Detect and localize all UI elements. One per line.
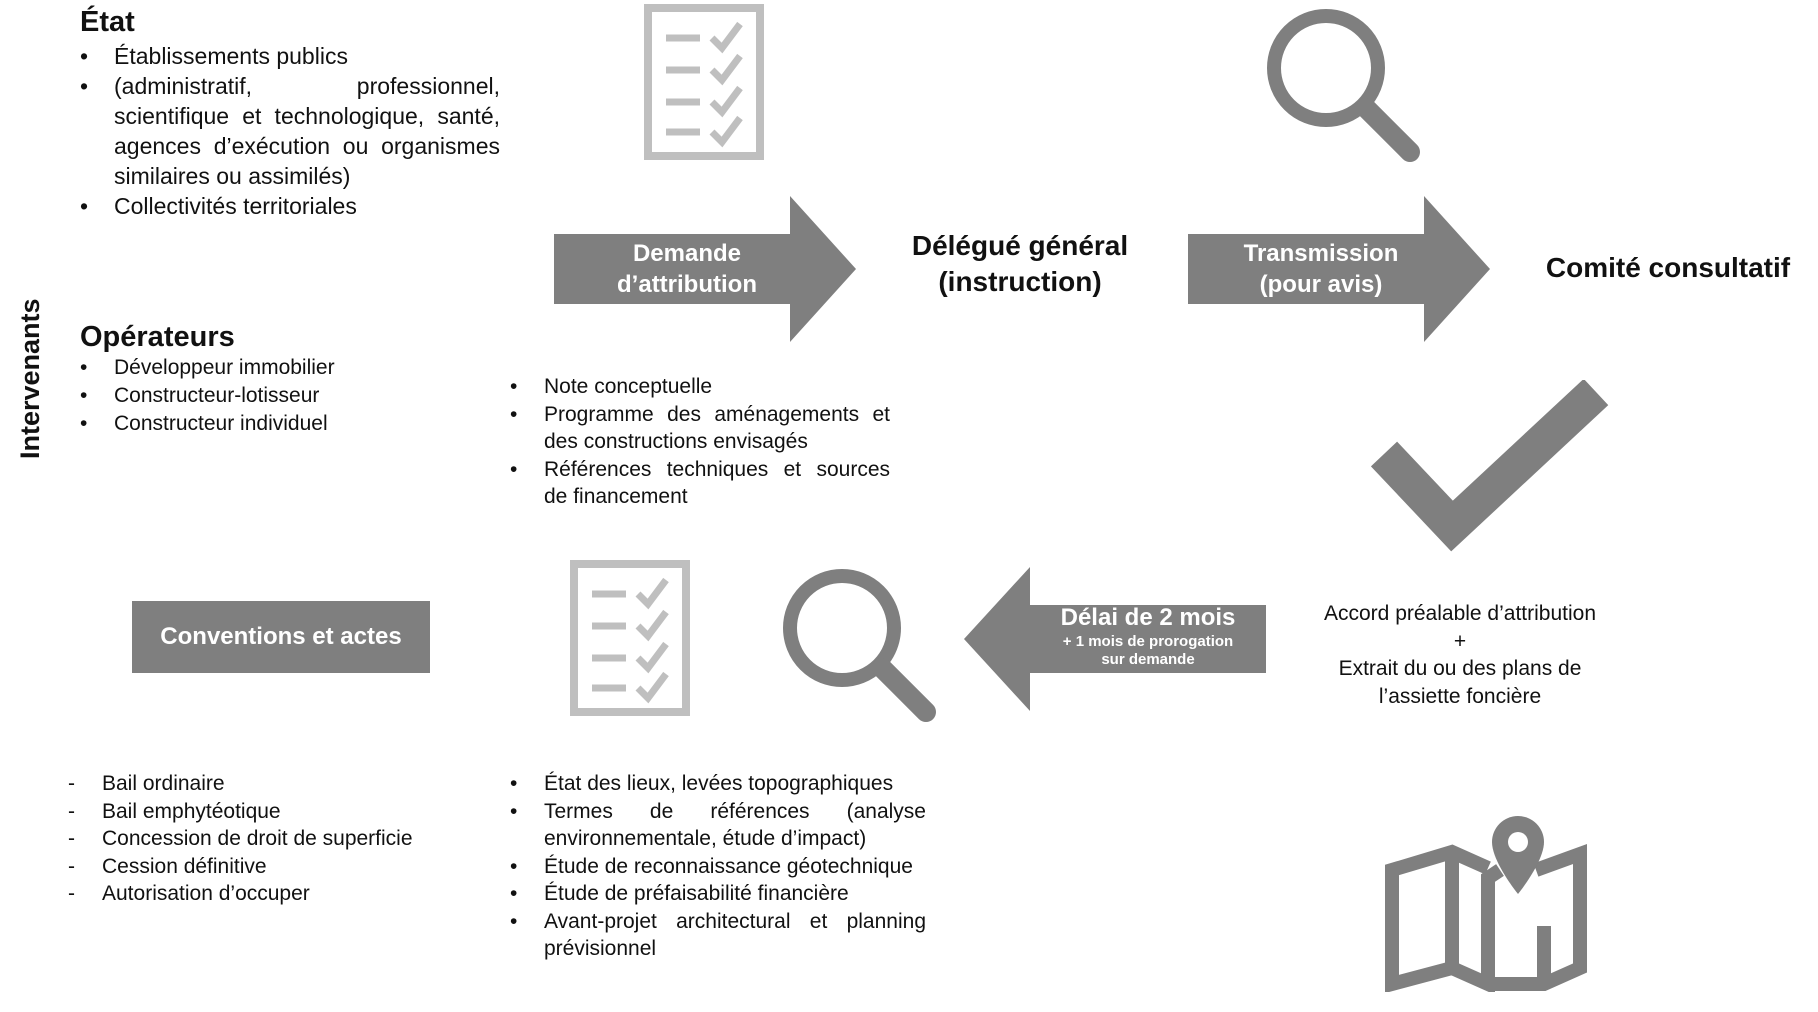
- operateurs-section: Opérateurs Développeur immobilier Constr…: [80, 321, 500, 438]
- operateurs-item: Développeur immobilier: [80, 354, 500, 382]
- convention-item: Autorisation d’occuper: [68, 880, 508, 908]
- magnifier-icon: [1262, 4, 1422, 169]
- checkmark-icon: [1366, 378, 1616, 565]
- convention-item: Cession définitive: [68, 853, 508, 881]
- demande-label-line1: Demande: [632, 240, 742, 267]
- transmission-arrow: Transmission (pour avis): [1188, 196, 1490, 342]
- etude-doc-item: État des lieux, levées topographiques: [510, 770, 926, 798]
- accord-line1: Accord préalable d’attribution: [1324, 602, 1596, 625]
- delegue-line2: (instruction): [938, 266, 1102, 297]
- etat-item: (administratif, professionnel, scientifi…: [80, 71, 500, 191]
- demande-label-line2: d’attribution: [617, 271, 757, 298]
- etudes-documents: État des lieux, levées topographiques Te…: [510, 770, 926, 963]
- etude-doc-item: Étude de reconnaissance géotechnique: [510, 853, 926, 881]
- etat-item: Établissements publics: [80, 41, 500, 71]
- comite-consultatif-node: Comité consultatif: [1528, 250, 1808, 286]
- etude-doc-item: Termes de références (analyse environnem…: [510, 798, 926, 853]
- etude-doc-item: Étude de préfaisabilité financière: [510, 880, 926, 908]
- etat-title: État: [80, 6, 135, 38]
- etude-doc-item: Avant-projet architectural et planning p…: [510, 908, 926, 963]
- etat-list: Établissements publics (administratif, p…: [80, 41, 500, 221]
- delai-sub-line1: + 1 mois de prorogation: [1062, 633, 1234, 650]
- accord-line2: Extrait du ou des plans de: [1338, 657, 1582, 680]
- delegue-line1: Délégué général: [911, 230, 1129, 261]
- operateurs-list: Développeur immobilier Constructeur-loti…: [80, 354, 500, 438]
- delai-main-label: Délai de 2 mois: [1060, 604, 1236, 631]
- delegue-general-node: Délégué général (instruction): [880, 228, 1160, 300]
- delai-arrow: Délai de 2 mois + 1 mois de prorogation …: [964, 567, 1266, 711]
- magnifier-icon: [778, 564, 938, 729]
- transmission-label-line1: Transmission: [1243, 240, 1399, 267]
- demande-attribution-arrow: Demande d’attribution: [554, 196, 856, 342]
- demande-doc-item: Programme des aménagements et des constr…: [510, 401, 890, 456]
- intervenants-label: Intervenants: [15, 298, 45, 459]
- convention-item: Bail ordinaire: [68, 770, 508, 798]
- operateurs-item: Constructeur-lotisseur: [80, 382, 500, 410]
- delai-sub-line2: sur demande: [1101, 651, 1195, 668]
- map-pin-icon: [1384, 808, 1594, 997]
- checklist-icon: [570, 560, 694, 721]
- transmission-label-line2: (pour avis): [1259, 271, 1383, 298]
- convention-item: Bail emphytéotique: [68, 798, 508, 826]
- demande-documents: Note conceptuelle Programme des aménagem…: [510, 373, 890, 511]
- comite-label: Comité consultatif: [1545, 252, 1791, 283]
- accord-line3: l’assiette foncière: [1378, 684, 1542, 708]
- etat-section: État Établissements publics (administrat…: [80, 6, 500, 221]
- accord-plus: +: [1453, 629, 1467, 653]
- convention-item: Concession de droit de superficie: [68, 825, 508, 853]
- accord-prealable-text: Accord préalable d’attribution + Extrait…: [1290, 600, 1630, 710]
- operateurs-title: Opérateurs: [80, 321, 235, 353]
- demande-doc-item: Références techniques et sources de fina…: [510, 456, 890, 511]
- operateurs-item: Constructeur individuel: [80, 410, 500, 438]
- conventions-list: Bail ordinaire Bail emphytéotique Conces…: [68, 770, 508, 908]
- conventions-box-label: Conventions et actes: [160, 623, 402, 650]
- conventions-actes-box: Conventions et actes: [132, 601, 430, 673]
- etat-item: Collectivités territoriales: [80, 191, 500, 221]
- demande-doc-item: Note conceptuelle: [510, 373, 890, 401]
- checklist-icon: [644, 4, 768, 165]
